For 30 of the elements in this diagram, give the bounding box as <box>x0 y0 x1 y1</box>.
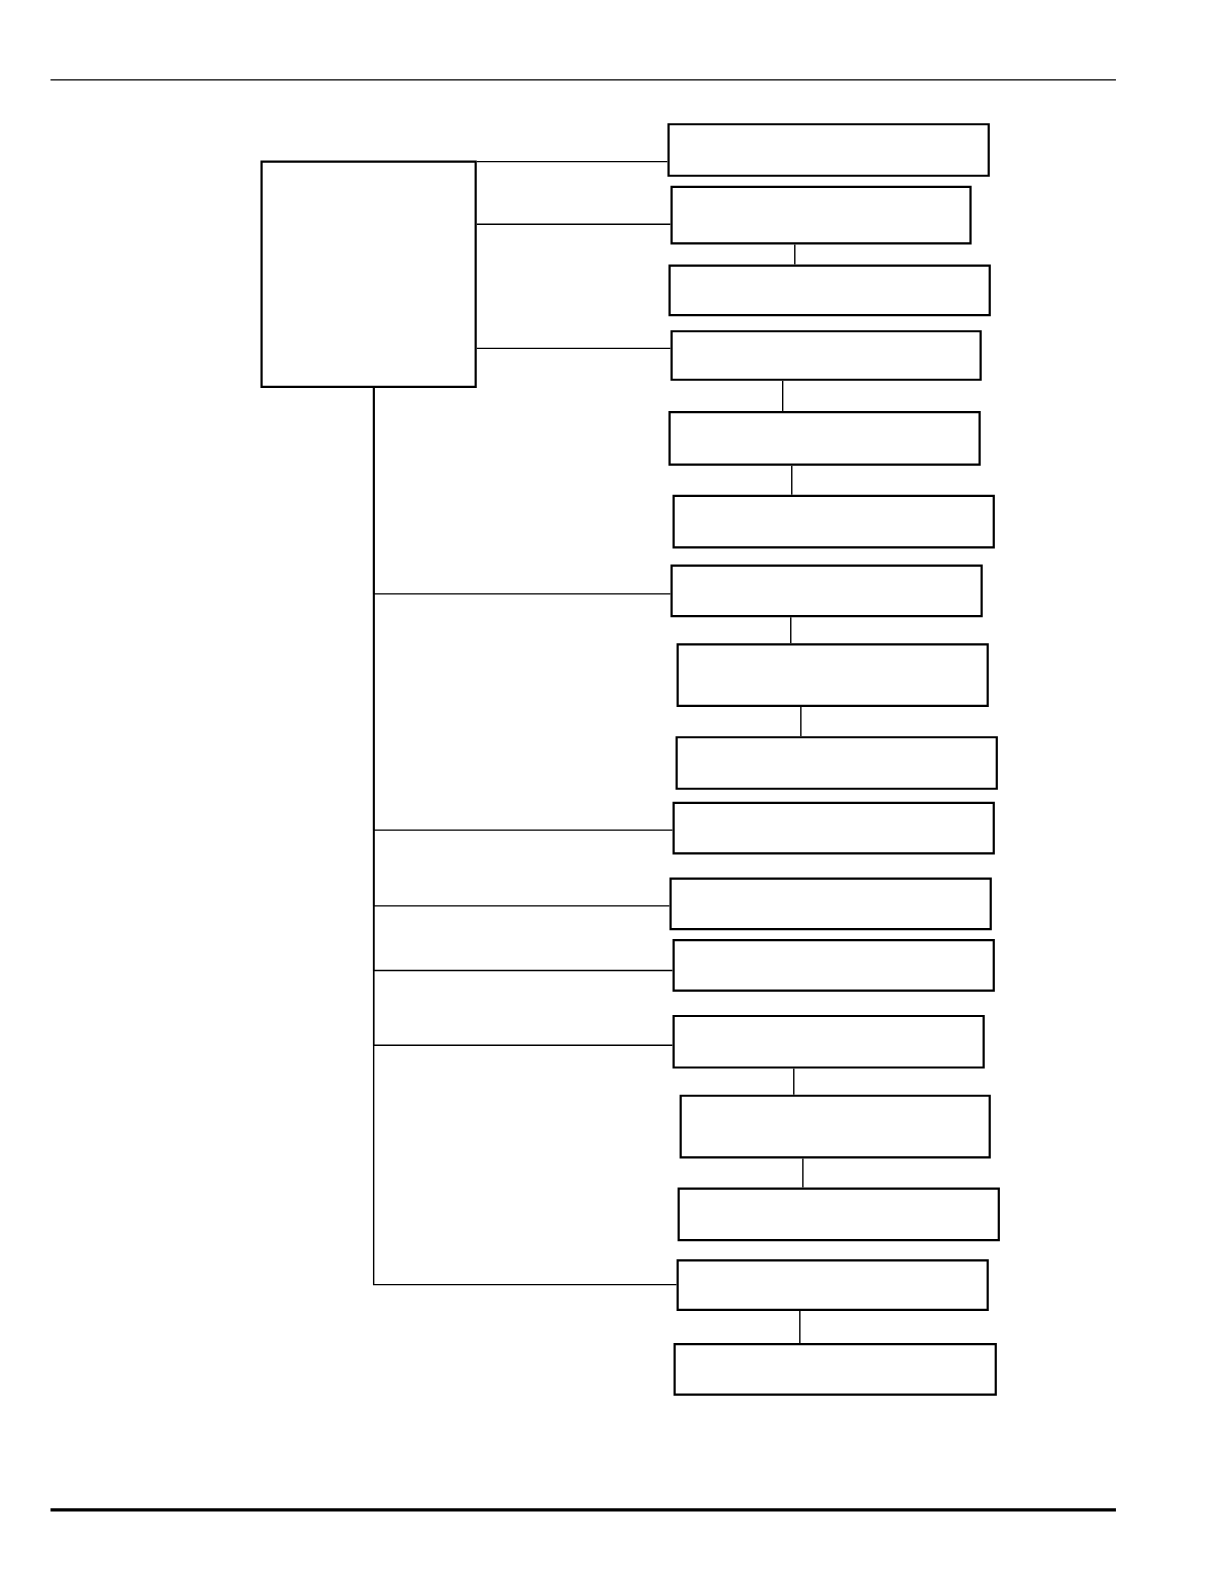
connector-line <box>800 706 802 737</box>
connector-line <box>799 1310 801 1344</box>
empty-box <box>675 736 998 790</box>
empty-box <box>672 1014 985 1069</box>
empty-box <box>260 160 477 388</box>
connector-line <box>476 223 672 225</box>
empty-box <box>668 410 981 466</box>
empty-box <box>676 1259 989 1311</box>
empty-box <box>670 330 982 381</box>
connector-line <box>476 347 672 350</box>
empty-box <box>672 494 995 549</box>
empty-box <box>679 1094 991 1159</box>
empty-box <box>670 185 972 245</box>
empty-box <box>672 939 995 992</box>
empty-box <box>668 264 991 317</box>
connector-line <box>790 616 792 644</box>
connector-line <box>794 243 796 266</box>
empty-box <box>672 801 995 855</box>
connector-line <box>781 380 784 412</box>
connector-line <box>372 387 678 1286</box>
connector-line <box>802 1157 804 1189</box>
empty-box <box>670 564 983 618</box>
connector-line <box>476 160 669 163</box>
connector-line <box>791 464 793 496</box>
empty-box <box>669 877 992 931</box>
empty-box <box>673 1343 997 1396</box>
empty-box <box>676 643 989 708</box>
empty-box <box>677 1187 1000 1242</box>
empty-box <box>667 123 990 177</box>
connector-line <box>793 1067 795 1096</box>
